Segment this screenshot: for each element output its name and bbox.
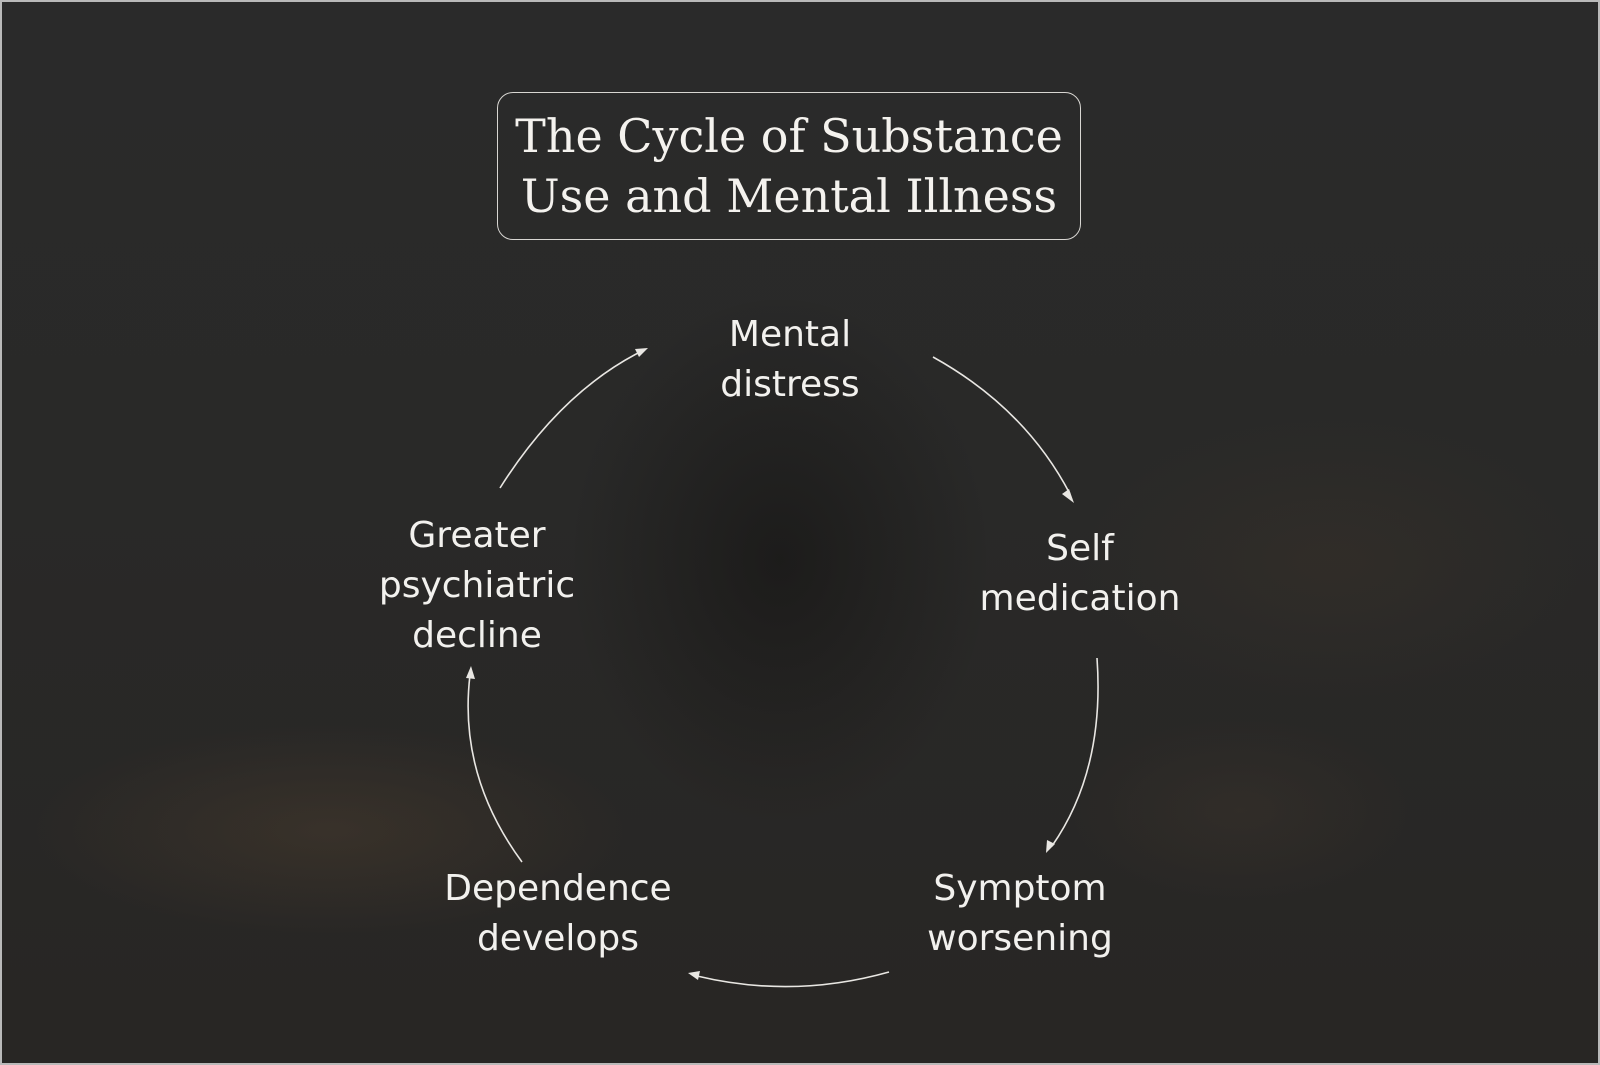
node-mental-distress: Mental distress <box>720 314 860 405</box>
title-box: The Cycle of Substance Use and Mental Il… <box>497 92 1081 240</box>
arrow-self-to-symptom <box>1051 657 1099 847</box>
arrowhead-greater-to-mental <box>635 348 648 357</box>
arrow-greater-to-mental <box>499 351 641 489</box>
arrow-symptom-to-dependence <box>696 971 890 988</box>
node-self-medication: Self medication <box>979 528 1181 619</box>
diagram-title: The Cycle of Substance Use and Mental Il… <box>515 109 1063 223</box>
node-symptom-worsening: Symptom worsening <box>927 868 1113 959</box>
arrowhead-mental-to-self <box>1062 489 1074 503</box>
arrowhead-dependence-to-greater <box>466 666 475 679</box>
node-greater-psychiatric-decline: Greater psychiatric decline <box>378 515 576 656</box>
arrow-dependence-to-greater <box>467 674 523 863</box>
arrowhead-self-to-symptom <box>1046 840 1055 853</box>
arrow-mental-to-self <box>932 356 1071 495</box>
arrowhead-symptom-to-dependence <box>688 971 700 980</box>
node-dependence-develops: Dependence develops <box>444 868 672 959</box>
